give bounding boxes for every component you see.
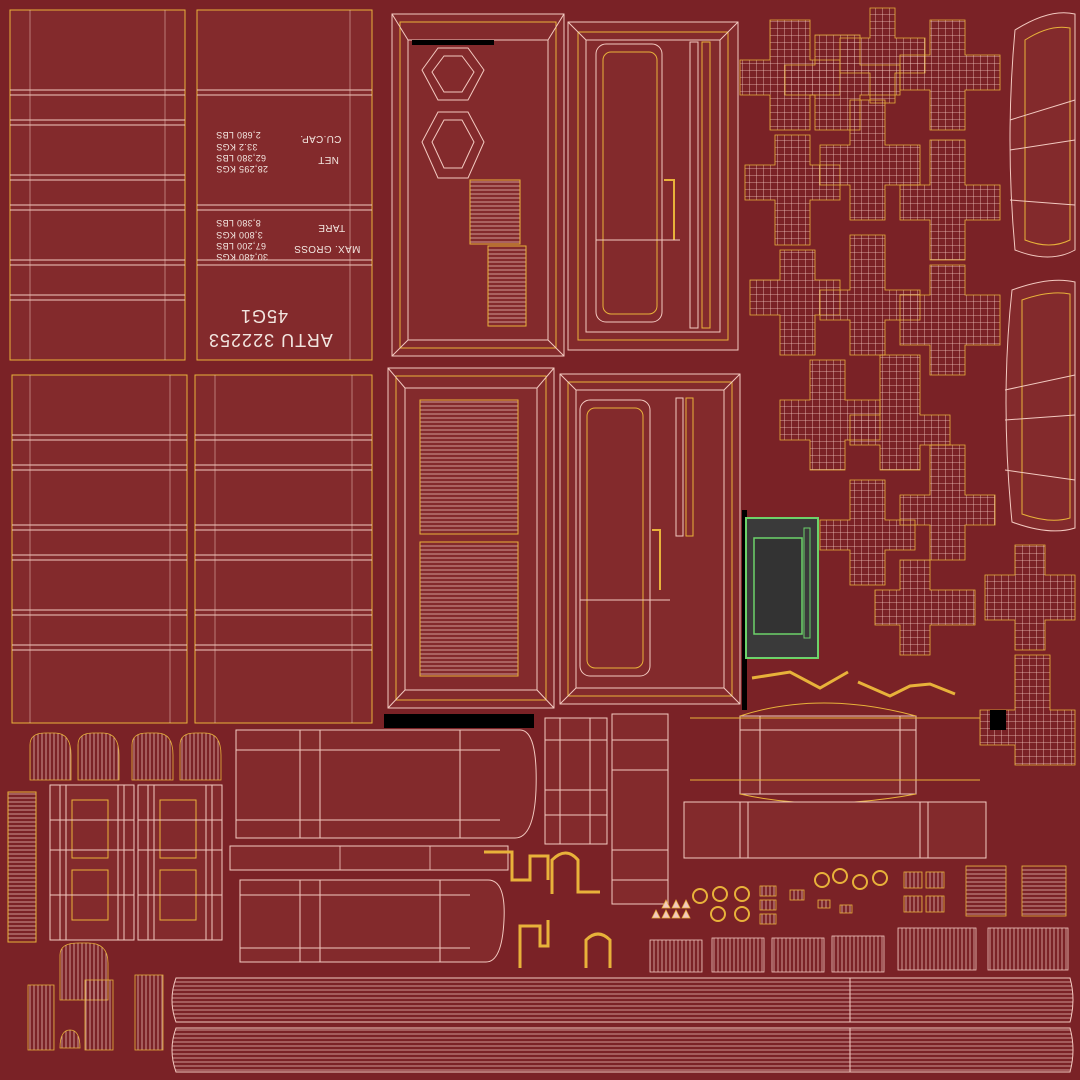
- bottom-rail-upper: [171, 977, 1074, 1023]
- gross-kgs-28: 28,295 KGS: [216, 164, 269, 174]
- door-panel-bottom-left: [387, 367, 555, 709]
- side-panel-top-left: [9, 9, 186, 361]
- cu-cap-lbs: 2,680 LBS: [216, 130, 261, 140]
- hinge-caps: [29, 732, 222, 781]
- door-panel-top-left: [391, 13, 565, 357]
- max-kgs: 30,480 KGS: [216, 252, 269, 262]
- tare-kgs: 3,800 KGS: [216, 230, 263, 240]
- crossmember-top: [235, 729, 537, 839]
- corner-casting-cluster: [739, 7, 1076, 766]
- threshold-panel: [683, 801, 987, 859]
- bows: [751, 670, 956, 698]
- tare-label: TARE: [318, 222, 346, 233]
- frame-column-b: [611, 713, 669, 905]
- side-panel-mid-right: [194, 374, 373, 724]
- lock-bracket-right: [137, 784, 223, 941]
- void-strip: [384, 714, 534, 728]
- cu-cap-label: CU.CAP.: [300, 133, 342, 144]
- bottom-rail-lower: [171, 1027, 1074, 1073]
- side-panel-top-stenciled: [196, 9, 373, 361]
- strip-blocks: [649, 927, 1069, 973]
- net-kgs: 33.2 KGS: [216, 142, 258, 152]
- max-gross-label: MAX. GROSS: [294, 243, 361, 254]
- lock-rod-pieces: [27, 942, 164, 1051]
- hook-pieces: [484, 850, 612, 968]
- net-lbs: 62,380 LBS: [216, 153, 267, 163]
- end-cap-top: [1009, 12, 1076, 258]
- max-lbs: 67,200 LBS: [216, 241, 267, 251]
- bolt-heads: [651, 899, 691, 919]
- void-strip: [990, 710, 1006, 730]
- crossmember-bottom: [239, 879, 505, 963]
- small-brackets: [759, 871, 945, 925]
- hinge-blocks: [965, 865, 1067, 917]
- end-cap-bottom: [1004, 279, 1076, 532]
- container-id: ARTU 322253: [208, 330, 333, 350]
- void-strip: [742, 510, 747, 710]
- lock-bracket-left: [49, 784, 135, 941]
- washers: [692, 868, 888, 922]
- door-panel-top-right: [567, 21, 739, 351]
- side-strip: [7, 791, 37, 943]
- door-panel-bottom-right: [559, 373, 741, 705]
- dark-vent-panel: [745, 517, 819, 659]
- tare-lbs: 8,380 LBS: [216, 218, 261, 228]
- rail-strip: [229, 845, 509, 871]
- frame-column-a: [544, 717, 608, 845]
- net-label: NET: [318, 154, 339, 165]
- side-panel-mid-left: [11, 374, 188, 724]
- iso-code: 45G1: [240, 306, 289, 326]
